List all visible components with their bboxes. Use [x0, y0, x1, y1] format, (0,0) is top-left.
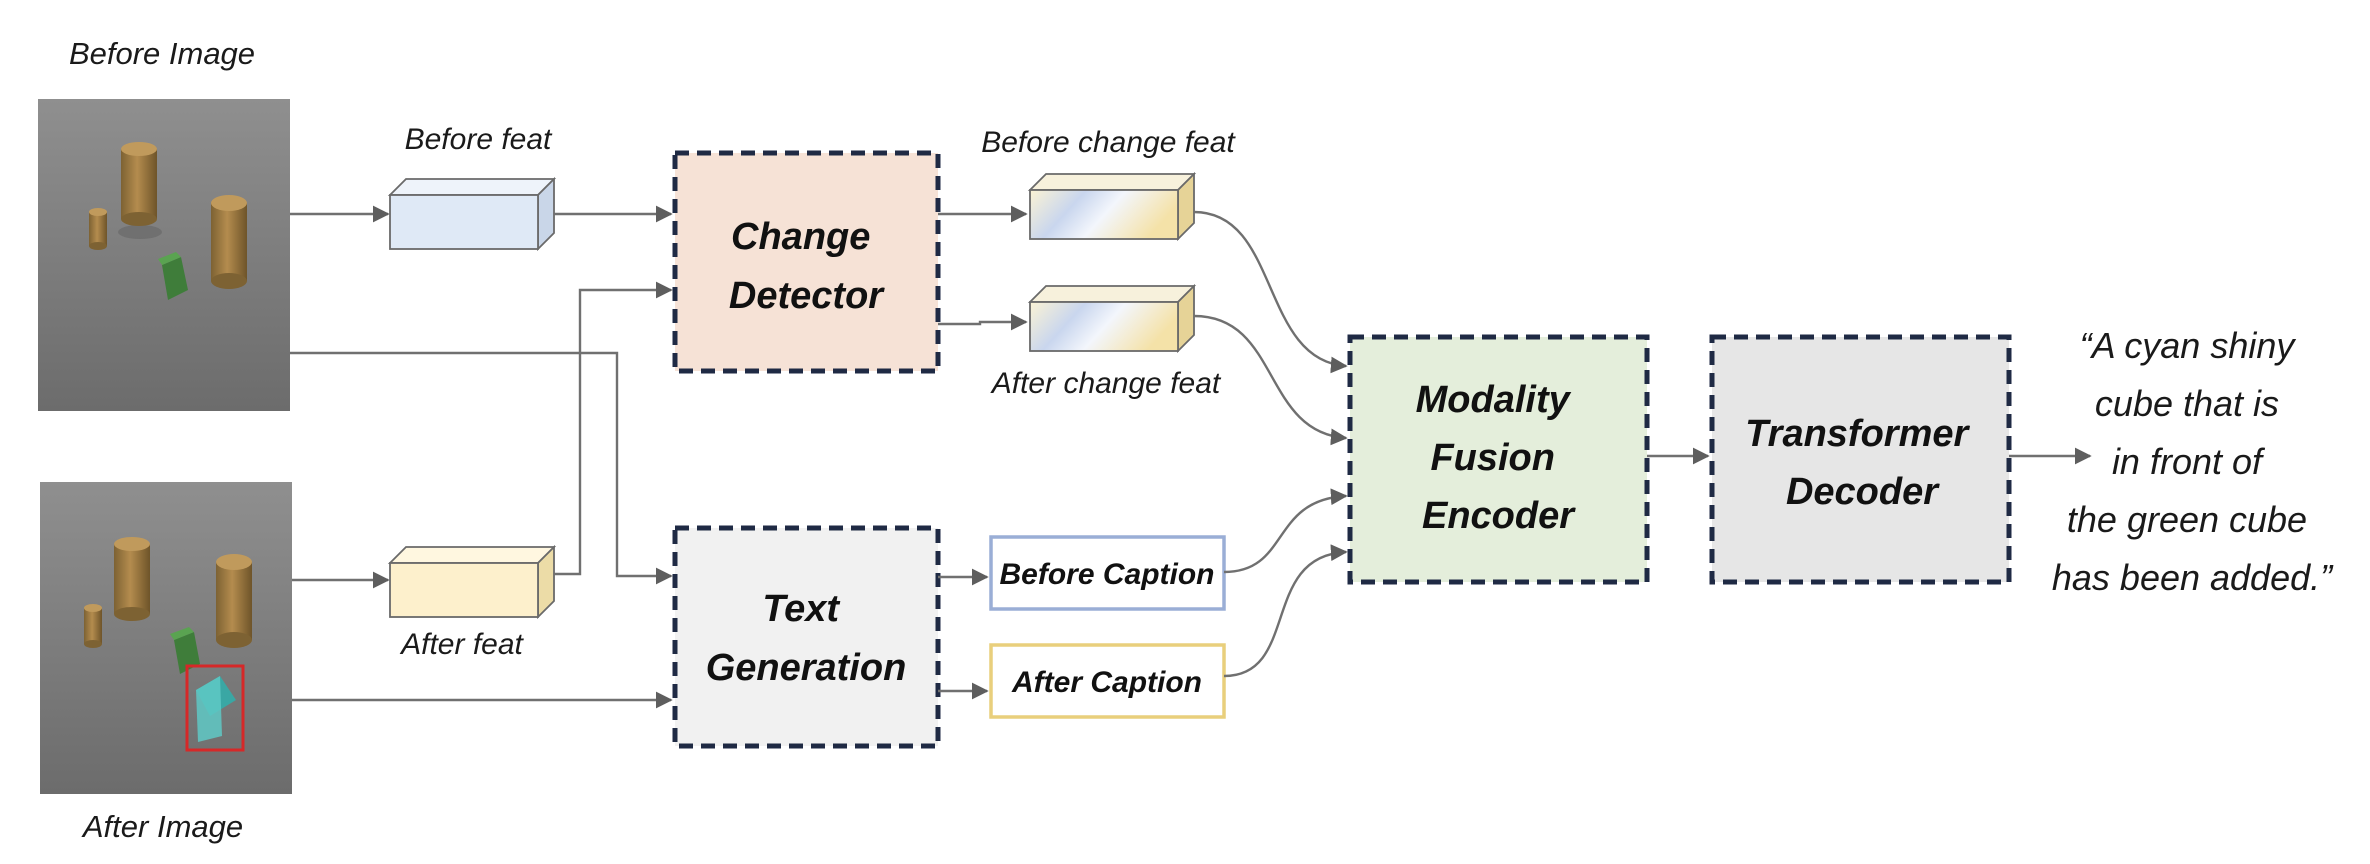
text-generation-box	[672, 525, 941, 749]
change-detector-box	[672, 150, 941, 374]
arrow-change-detector-to-after-change-feat	[938, 313, 1028, 331]
text-generation-label: Text Generation	[706, 588, 907, 689]
after-change-feat-label: After change feat	[990, 367, 1222, 400]
before-feat-label: Before feat	[405, 123, 553, 156]
arrow-before-caption-to-fusion	[1223, 488, 1348, 574]
after-image	[40, 482, 292, 794]
after-image-label: After Image	[81, 809, 243, 844]
modality-fusion-encoder-box	[1347, 334, 1650, 585]
output-caption: “A cyan shiny cube that is in front of t…	[2052, 325, 2334, 598]
arrow-after-change-feat-to-fusion	[1193, 314, 1348, 446]
before-caption-label: Before Caption	[999, 558, 1214, 591]
before-caption-box	[989, 535, 1226, 611]
before-change-feat-label: Before change feat	[981, 126, 1236, 159]
after-change-feat-block	[1027, 283, 1197, 354]
before-change-feat-block	[1027, 171, 1197, 242]
before-feat-block	[387, 176, 557, 252]
arrow-before-change-feat-to-fusion	[1193, 210, 1348, 374]
arrow-before-image-to-text-generation	[290, 351, 673, 585]
transformer-decoder-box	[1709, 334, 2012, 585]
after-caption-box	[989, 643, 1226, 719]
modality-fusion-encoder-label: Modality Fusion Encoder	[1416, 379, 1581, 537]
connectors	[290, 205, 2092, 709]
change-highlight-box	[185, 664, 245, 752]
after-feat-block	[387, 544, 557, 620]
change-detector-label: Change Detector	[729, 216, 885, 317]
arrow-after-caption-to-fusion	[1223, 544, 1348, 678]
before-image-label: Before Image	[69, 36, 255, 71]
after-feat-label: After feat	[399, 628, 524, 661]
arrow-after-feat-to-change-detector	[554, 281, 673, 576]
before-image	[38, 99, 290, 411]
after-caption-label: After Caption	[1011, 666, 1202, 699]
transformer-decoder-label: Transformer Decoder	[1745, 413, 1979, 513]
